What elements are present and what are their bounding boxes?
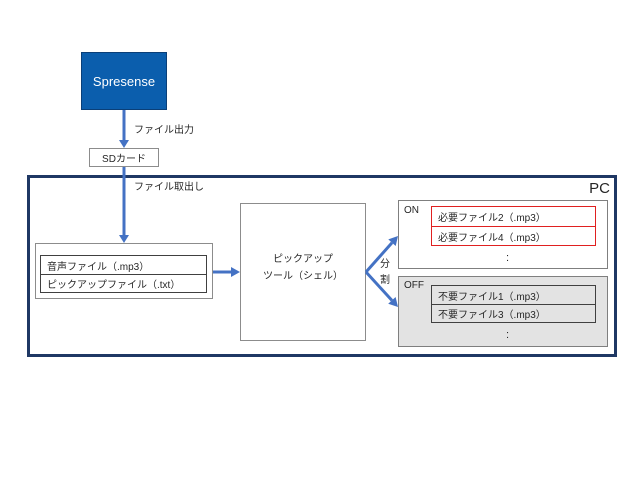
file-extract-label: ファイル取出し (134, 182, 204, 193)
split-label-char: 割 (380, 275, 390, 286)
off-group-list: 不要ファイル1（.mp3） 不要ファイル3（.mp3） (431, 285, 596, 323)
off-group-label: OFF (404, 280, 424, 291)
pickup-tool-line: ピックアップ (273, 254, 333, 265)
input-files-list: 音声ファイル（.mp3） ピックアップファイル（.txt） (40, 255, 207, 293)
spresense-node: Spresense (81, 52, 167, 110)
on-group-list: 必要ファイル2（.mp3） 必要ファイル4（.mp3） (431, 206, 596, 246)
pickup-tool-line: ツール（シェル） (263, 271, 343, 282)
spresense-label: Spresense (92, 73, 156, 89)
pc-container: PC (27, 175, 617, 357)
unneeded-file-item: 不要ファイル1（.mp3） (438, 291, 546, 303)
arrow-head (119, 140, 129, 148)
off-group-more-mark: : (506, 329, 510, 341)
split-label-char: 分 (380, 259, 390, 270)
input-files-box (35, 243, 213, 299)
pc-label: PC (589, 180, 610, 197)
sd-card-node: SDカード (89, 148, 159, 167)
unneeded-file-item: 不要ファイル3（.mp3） (432, 304, 595, 322)
file-output-label: ファイル出力 (134, 125, 194, 136)
on-group-more-mark: : (506, 252, 510, 264)
pickup-tool-node: ピックアップ ツール（シェル） (240, 203, 366, 341)
sd-card-label: SDカード (102, 154, 146, 165)
input-file-item: ピックアップファイル（.txt） (41, 274, 206, 292)
arrow-spresense-to-sd-card (119, 110, 129, 148)
required-file-item: 必要ファイル4（.mp3） (432, 226, 595, 245)
required-file-item: 必要ファイル2（.mp3） (438, 213, 546, 224)
input-file-item: 音声ファイル（.mp3） (47, 261, 150, 273)
on-group-label: ON (404, 205, 419, 216)
